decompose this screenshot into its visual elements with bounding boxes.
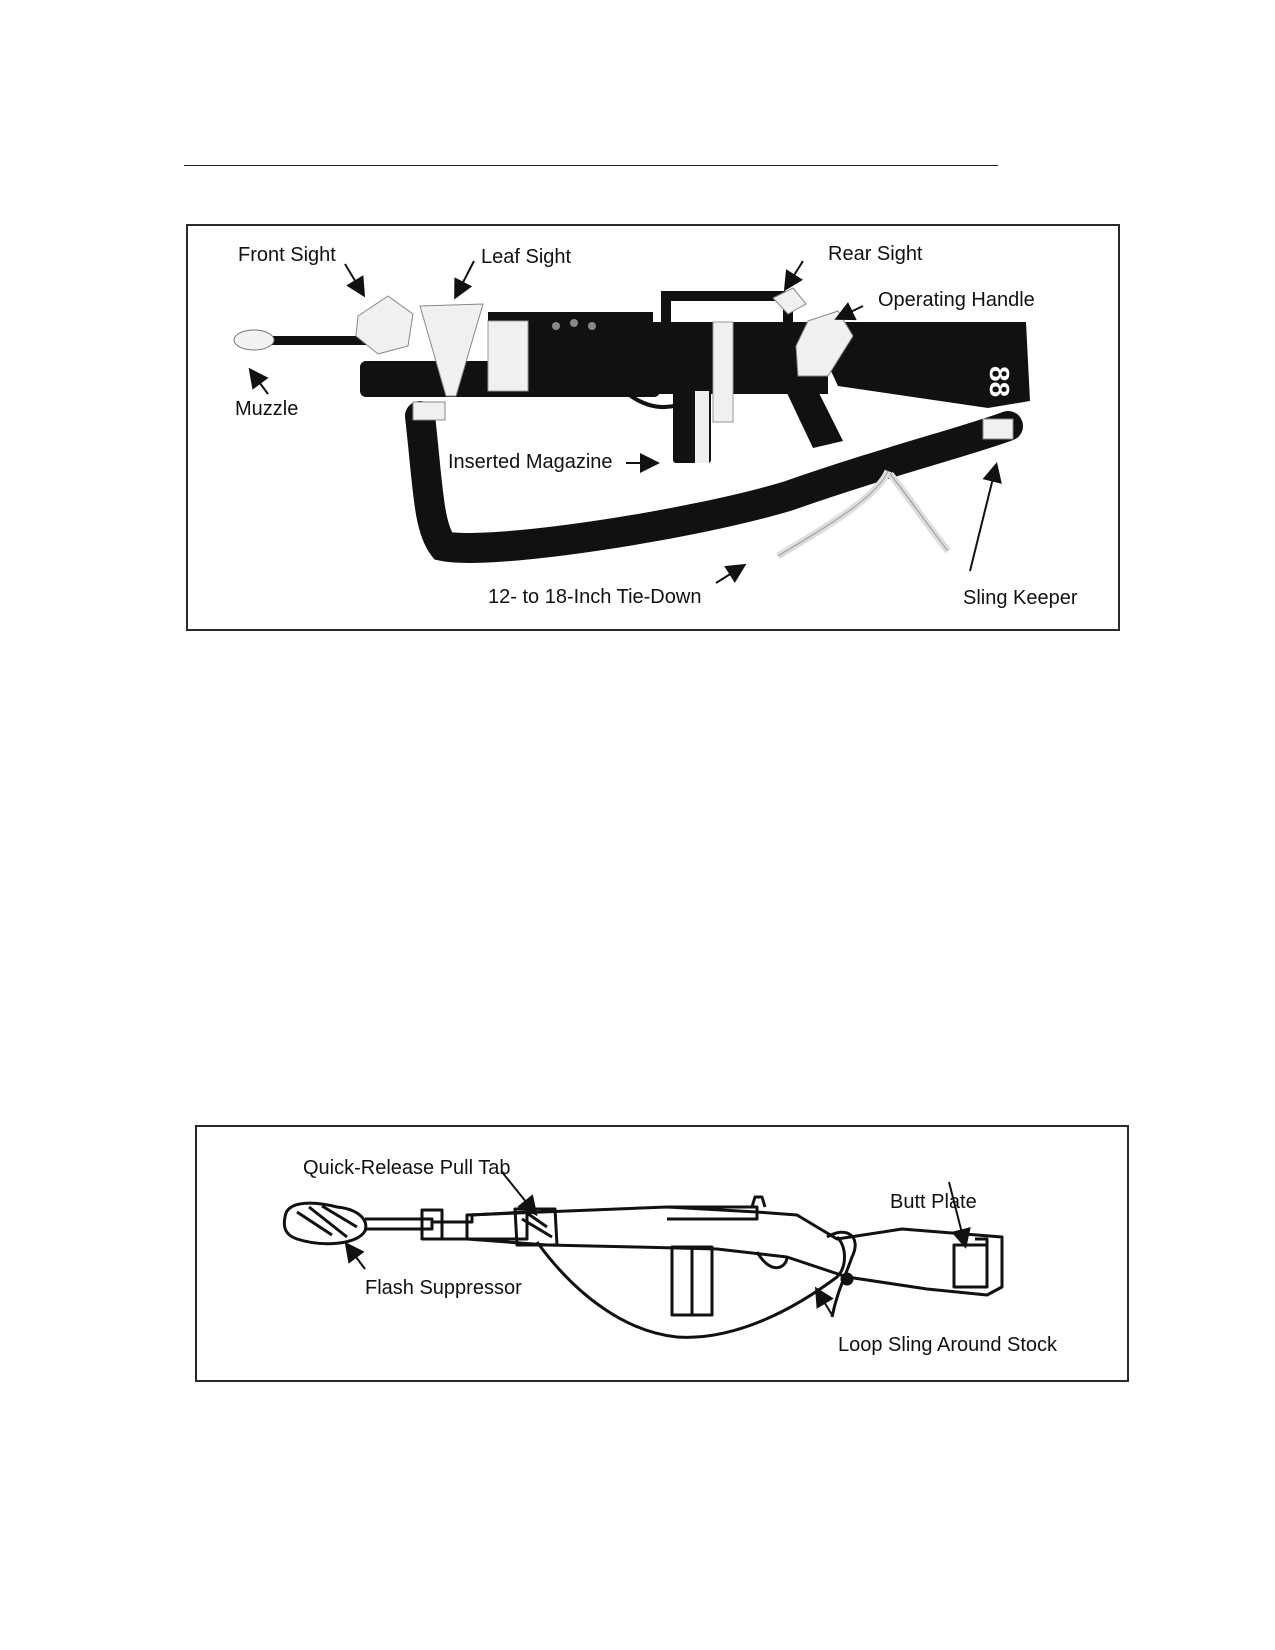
- butt-plate-arrow: [948, 1181, 971, 1249]
- label-flash-suppressor: Flash Suppressor: [365, 1277, 522, 1299]
- pistol-grip: [786, 391, 843, 448]
- barrel: [365, 1217, 434, 1231]
- front-sight-arrow: [344, 263, 366, 298]
- stock: [465, 1205, 1004, 1297]
- label-tie-down: 12- to 18-Inch Tie-Down: [488, 586, 702, 608]
- label-leaf-sight: Leaf Sight: [481, 246, 572, 268]
- tie-down-arrow: [715, 563, 747, 584]
- leaf-sight-arrow: [454, 260, 475, 300]
- rifle-photo-figure: 88 Front Sight Leaf Sight Rear Sight Ope…: [186, 224, 1120, 631]
- sling-keeper-arrow: [969, 462, 1002, 572]
- handguard-tape: [487, 320, 529, 392]
- butt-plate: [952, 1243, 989, 1289]
- stock-marking: 88: [984, 366, 1015, 397]
- label-rear-sight: Rear Sight: [828, 243, 923, 265]
- pull-tab-arrow: [501, 1171, 538, 1217]
- leaf-sight-tape: [419, 303, 484, 397]
- sling: [405, 401, 1023, 563]
- front-sight-tape: [355, 295, 414, 355]
- header-rule: [184, 165, 998, 166]
- sling-loop: [826, 1230, 857, 1318]
- muzzle-arrow: [248, 367, 269, 395]
- receiver: [667, 1205, 759, 1221]
- rifle-line-drawing: [282, 1171, 1004, 1339]
- sling-keeper-tape: [982, 418, 1014, 440]
- rifle-photo-drawing: 88: [233, 260, 1030, 584]
- buttstock: [808, 322, 1030, 408]
- label-muzzle: Muzzle: [235, 398, 299, 420]
- muzzle-tape: [233, 329, 275, 351]
- label-inserted-magazine: Inserted Magazine: [448, 451, 613, 473]
- carry-handle: [661, 291, 793, 322]
- receiver-tape: [712, 321, 734, 423]
- label-sling-keeper: Sling Keeper: [963, 587, 1078, 609]
- flash-suppressor-arrow: [344, 1241, 366, 1270]
- barrel: [248, 336, 388, 345]
- pull-tab-wrap: [513, 1207, 559, 1247]
- sling: [535, 1235, 846, 1339]
- sling-swivel-tape: [412, 401, 446, 421]
- loop-sling-arrow: [814, 1286, 834, 1316]
- label-butt-plate: Butt Plate: [890, 1191, 977, 1213]
- label-quick-release-pull-tab: Quick-Release Pull Tab: [303, 1157, 511, 1179]
- label-loop-sling-around-stock: Loop Sling Around Stock: [838, 1334, 1058, 1356]
- label-front-sight: Front Sight: [238, 244, 336, 266]
- operating-handle-arrow: [834, 302, 864, 321]
- rifle-line-drawing-figure: Quick-Release Pull Tab Butt Plate Flash …: [195, 1125, 1129, 1382]
- flash-suppressor-wrap: [282, 1201, 368, 1246]
- rear-sight-arrow: [783, 260, 804, 292]
- label-operating-handle: Operating Handle: [878, 289, 1035, 311]
